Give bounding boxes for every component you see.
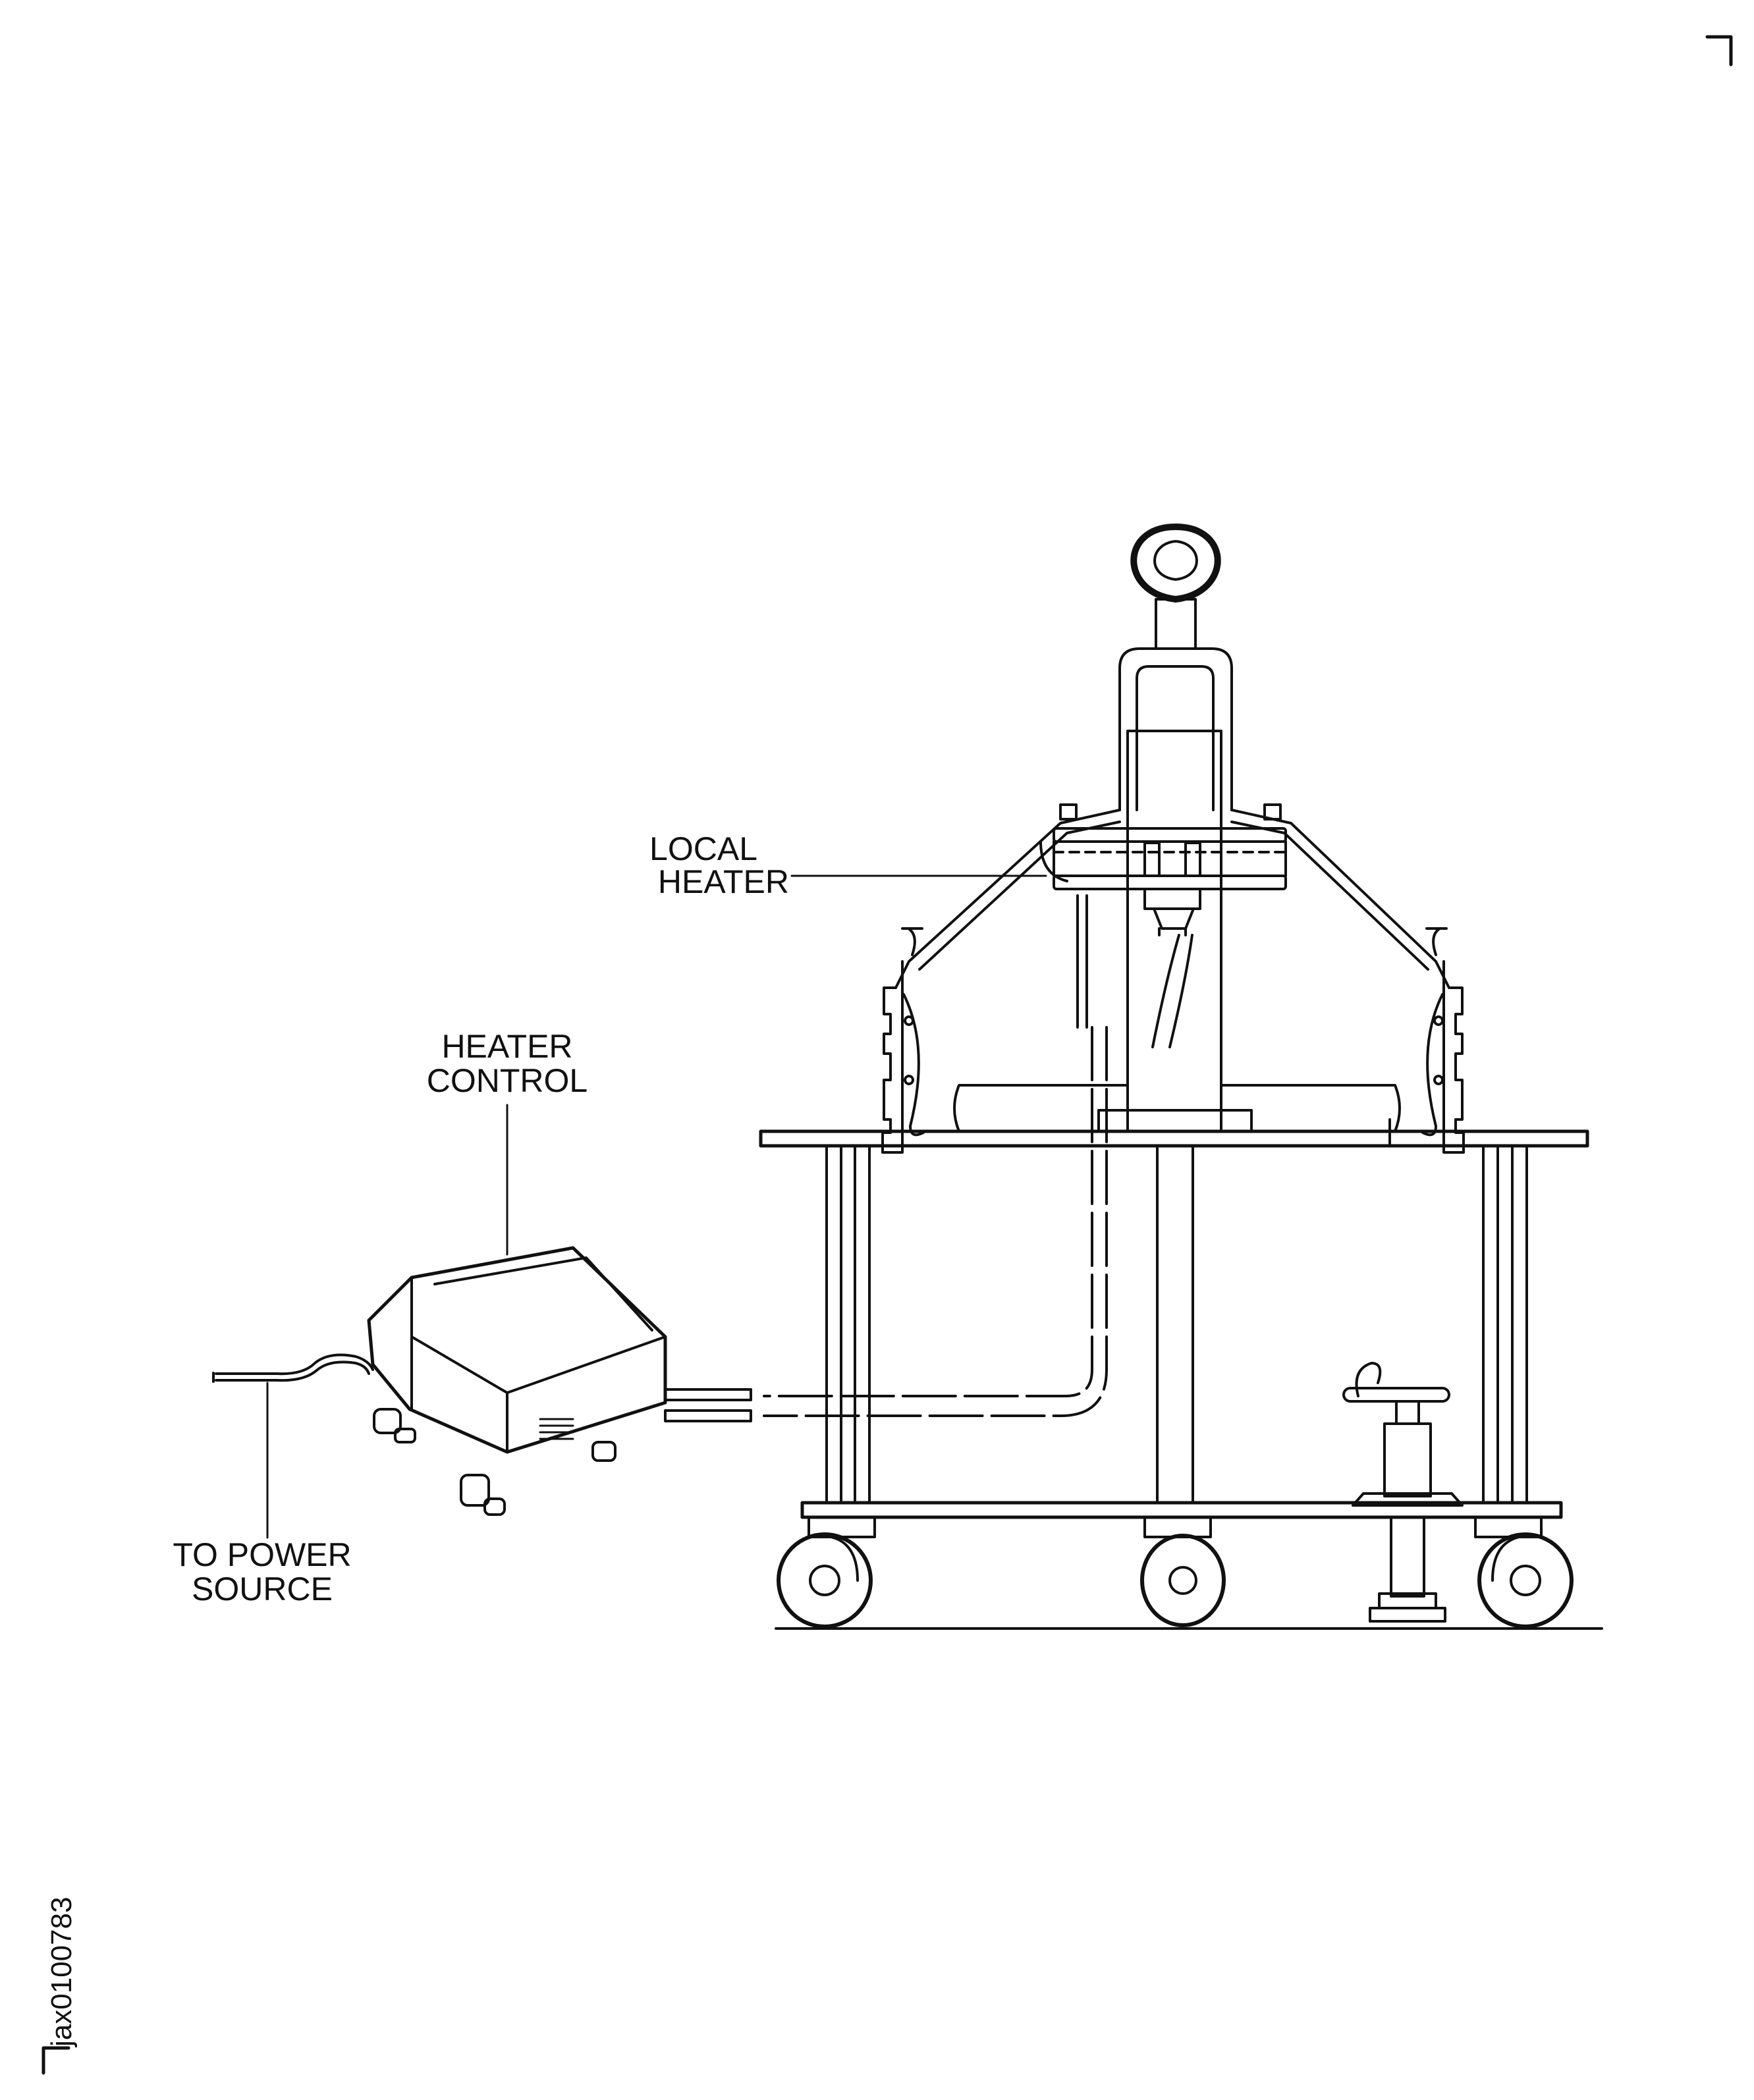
corner-mark-bottom-left [41,2046,70,2075]
caster-wheel-center [1140,1534,1226,1627]
caster-wheels [777,1532,1574,1629]
label-local-heater: LOCAL HEATER [649,830,789,900]
figure-id: jax0100783 [45,1897,78,2048]
lifting-eye [1118,524,1233,811]
vent-grille [539,1418,574,1440]
label-heater-control-line2: CONTROL [427,1062,588,1099]
label-local-heater-line2: HEATER [658,863,789,900]
fixture-stand [759,524,1603,1630]
legs [825,1144,1528,1504]
jack-stand [1342,1362,1464,1623]
heater-control-unit [367,1246,752,1516]
label-power-source: TO POWER SOURCE [173,1536,351,1607]
local-heater-assembly [1039,827,1287,1048]
power-cord [215,1353,374,1376]
top-cylinders [953,1084,1401,1133]
corner-mark-top-right [1705,35,1733,67]
label-power-source-line2: SOURCE [192,1571,333,1607]
label-local-heater-line1: LOCAL [649,830,757,867]
output-connectors [664,1388,752,1422]
caster-wheel-left [777,1532,873,1629]
label-power-source-line1: TO POWER [173,1536,351,1573]
center-column [1126,730,1222,1133]
label-heater-control-line1: HEATER [441,1028,572,1065]
label-heater-control: HEATER CONTROL [427,1028,588,1099]
caster-brackets [808,1516,1543,1538]
heater-cable [763,1026,1108,1417]
caster-wheel-right [1477,1532,1574,1629]
side-clamp-left [881,927,925,1154]
control-casters [373,1408,617,1516]
column-base-plate [1097,1109,1253,1133]
